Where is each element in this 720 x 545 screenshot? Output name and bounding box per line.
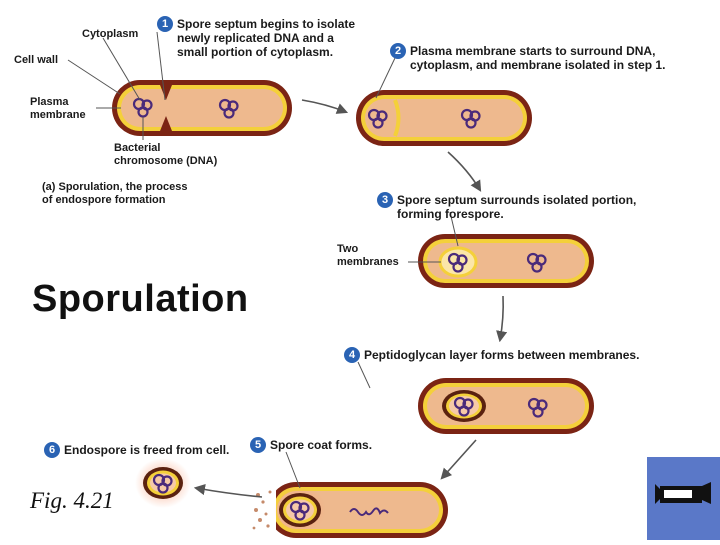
- step-text-2: Plasma membrane starts to surround DNA, …: [410, 44, 666, 72]
- cell-step-5: [250, 482, 448, 538]
- step-badge-3: 3: [377, 192, 393, 208]
- label-bacterial-chromosome: Bacterial chromosome (DNA): [114, 142, 218, 167]
- arrow-1-to-2: [301, 99, 349, 114]
- step-badge-2: 2: [390, 43, 406, 59]
- cell-debris-icon: [252, 490, 272, 530]
- dna-icon: [460, 108, 481, 129]
- step-text-6: Endospore is freed from cell.: [64, 443, 230, 457]
- cell-step-1: [112, 80, 292, 136]
- dna-icon: [447, 252, 468, 273]
- label-two-membranes: Two membranes: [337, 243, 399, 268]
- step-text-4: Peptidoglycan layer forms between membra…: [364, 348, 640, 362]
- step-badge-6: 6: [44, 442, 60, 458]
- arrow-3-to-4: [496, 295, 508, 343]
- label-cell-wall: Cell wall: [14, 54, 59, 66]
- step-text-5: Spore coat forms.: [270, 438, 373, 452]
- step-text-1: Spore septum begins to isolate newly rep…: [177, 17, 356, 59]
- dna-icon: [527, 397, 548, 418]
- step-text-3: Spore septum surrounds isolated portion,…: [397, 193, 637, 221]
- free-endospore: [135, 458, 191, 508]
- dna-icon: [367, 108, 388, 129]
- dna-icon: [218, 98, 239, 119]
- arrow-5-to-6: [193, 484, 263, 498]
- dna-icon: [453, 396, 474, 417]
- cell-step-3: [418, 234, 594, 288]
- dna-icon: [152, 473, 173, 494]
- step-badge-5: 5: [250, 437, 266, 453]
- dna-icon: [526, 252, 547, 273]
- figure-reference: Fig. 4.21: [30, 488, 114, 513]
- degraded-dna-icon: [349, 507, 389, 516]
- leader-lines: [67, 31, 459, 489]
- cell-step-4: [418, 378, 594, 434]
- step-badge-4: 4: [344, 347, 360, 363]
- slide-title: Sporulation: [32, 278, 249, 320]
- cell-step-2: [356, 90, 532, 146]
- process-arrows: [193, 99, 508, 498]
- arrow-2-to-3: [447, 151, 482, 192]
- figure-caption: (a) Sporulation, the process of endospor…: [42, 181, 188, 206]
- film-camera-icon: [655, 482, 711, 504]
- movie-button[interactable]: [647, 457, 720, 540]
- arrow-4-to-5: [440, 439, 477, 480]
- dna-icon: [289, 500, 310, 521]
- step-badge-1: 1: [157, 16, 173, 32]
- label-cytoplasm: Cytoplasm: [82, 28, 139, 40]
- label-plasma-membrane: Plasma membrane: [30, 96, 86, 121]
